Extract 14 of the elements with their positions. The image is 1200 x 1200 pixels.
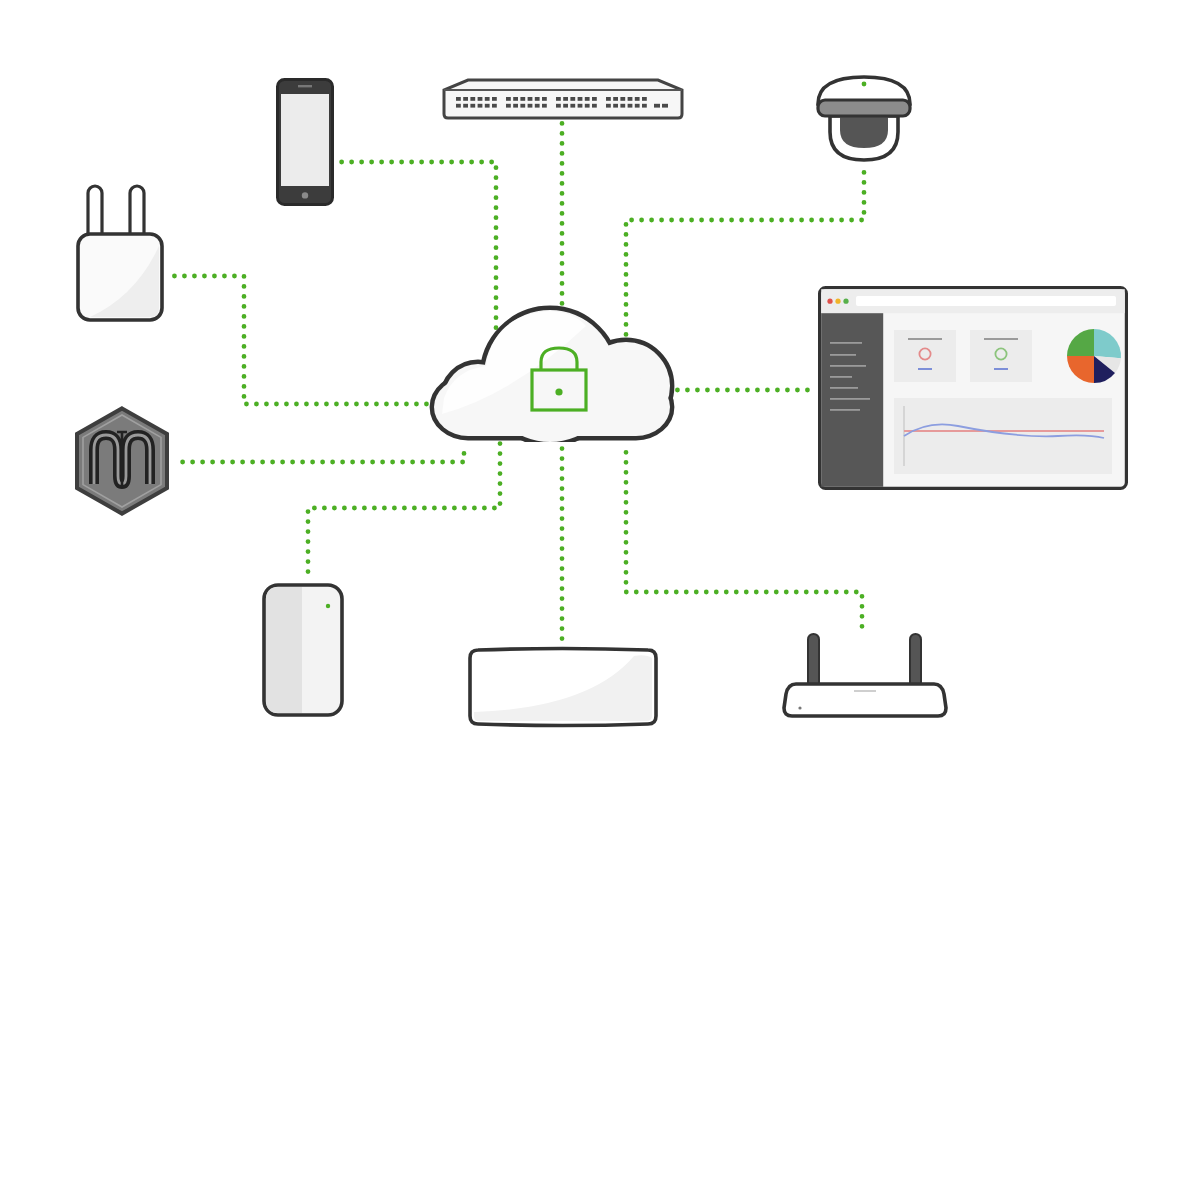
smartphone-icon [276, 78, 334, 206]
network-switch-icon [440, 78, 686, 120]
tall-device-icon [262, 582, 344, 718]
cloud-shape [428, 304, 676, 442]
dome-camera-icon [814, 74, 914, 162]
dotted-connector [623, 449, 865, 632]
dotted-connector [559, 120, 565, 306]
flat-device-icon [466, 646, 660, 728]
wireless-router-icon [782, 632, 948, 718]
antenna-device-icon [76, 184, 164, 322]
hexagon-badge-icon [74, 406, 170, 516]
dotted-connector [334, 159, 499, 331]
dotted-connector [559, 446, 565, 646]
dashboard-window-illustration [818, 286, 1128, 490]
